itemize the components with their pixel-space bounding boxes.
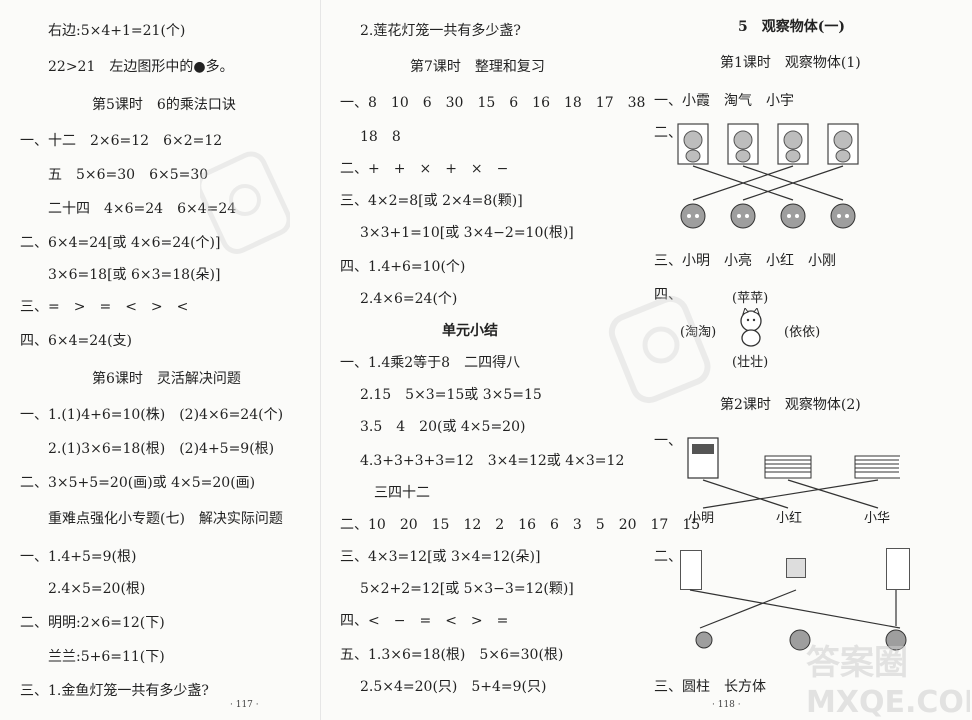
viewer-name: 小明 (688, 511, 715, 526)
answer-line: 一、小霞 淘气 小宇 (654, 93, 794, 109)
answer-line: 2.4×5=20(根) (48, 581, 146, 597)
answer-line: 22>21 左边图形中的●多。 (48, 59, 234, 75)
answer-line: 二、明明:2×6=12(下) (20, 615, 165, 631)
answer-line: 四、 (654, 287, 682, 303)
answer-line: 18 8 (360, 129, 401, 145)
answer-line: 四、< − = < > = (340, 613, 509, 629)
watermark-logo-icon (200, 151, 290, 254)
answer-line: 2.5×4=20(只) 5+4=9(只) (360, 679, 547, 695)
page-number: · 117 · (230, 700, 259, 710)
answer-line: 五、1.3×6=18(根) 5×6=30(根) (340, 647, 564, 663)
svg-text:MXQE.COM: MXQE.COM (806, 685, 970, 718)
watermark-logo-icon (608, 295, 711, 404)
answer-line: 一、8 10 6 30 15 6 16 18 17 38 (340, 95, 646, 111)
section-heading: 第7课时 整理和复习 (410, 59, 545, 75)
answer-line: 二、 (654, 125, 682, 141)
answer-line: 3×3+1=10[或 3×4−2=10(根)] (360, 225, 574, 241)
answer-line: 二、+ + × + × − (340, 161, 509, 177)
answer-line: 5×2+2=12[或 5×3−3=12(颗)] (360, 581, 574, 597)
site-watermark-icon: 答案圈 MXQE.COM (806, 643, 970, 718)
answer-line: 兰兰:5+6=11(下) (48, 649, 165, 665)
section-heading: 重难点强化小专题(七) 解决实际问题 (48, 511, 283, 527)
answer-line: 三、小明 小亮 小红 小刚 (654, 253, 836, 269)
viewer-label: (依依) (784, 325, 821, 340)
answer-line: 3.5 4 20(或 4×5=20) (360, 419, 526, 435)
answer-line: 一、 (654, 433, 682, 449)
answer-line: 三四十二 (374, 485, 430, 501)
viewer-label: (壮壮) (732, 355, 769, 370)
answer-line: 一、1.4+5=9(根) (20, 549, 137, 565)
section-heading: 第5课时 6的乘法口诀 (92, 97, 236, 113)
viewer-name: 小红 (776, 511, 803, 526)
answer-line: 三、= > = < > < (20, 299, 189, 315)
svg-text:答案圈: 答案圈 (806, 643, 908, 683)
answer-line: 四、1.4+6=10(个) (340, 259, 466, 275)
answer-line: 二、10 20 15 12 2 16 6 3 5 20 17 15 (340, 517, 701, 533)
answer-line: 五 5×6=30 6×5=30 (48, 167, 209, 183)
answer-line: 右边:5×4+1=21(个) (48, 23, 186, 39)
answer-line: 二十四 4×6=24 6×4=24 (48, 201, 237, 217)
book-view-matching-figure (687, 437, 900, 509)
answer-line: 3×6=18[或 6×3=18(朵)] (48, 267, 221, 283)
answer-line: 一、十二 2×6=12 6×2=12 (20, 133, 223, 149)
answer-line: 2.15 5×3=15或 3×5=15 (360, 387, 542, 403)
answer-line: 二、 (654, 549, 682, 565)
answer-line: 二、3×5+5=20(画)或 4×5=20(画) (20, 475, 256, 491)
section-heading: 第2课时 观察物体(2) (720, 397, 861, 413)
page-fold-line (320, 0, 321, 720)
block-matching-lines (689, 589, 907, 651)
observation-matching-figure (677, 123, 859, 229)
chapter-title: 5 观察物体(一) (738, 19, 845, 35)
block-view-tall (680, 550, 702, 590)
block-view-split (886, 548, 910, 590)
answer-line: 2.(1)3×6=18(根) (2)4+5=9(根) (48, 441, 275, 457)
viewer-label: (苹苹) (732, 291, 769, 306)
answer-line: 2.4×6=24(个) (360, 291, 458, 307)
section-heading: 第6课时 灵活解决问题 (92, 371, 241, 387)
answer-line: 四、6×4=24(支) (20, 333, 133, 349)
section-heading: 单元小结 (442, 323, 498, 339)
answer-line: 三、4×3=12[或 3×4=12(朵)] (340, 549, 541, 565)
answer-line: 三、1.金鱼灯笼一共有多少盏? (20, 683, 209, 699)
section-heading: 第1课时 观察物体(1) (720, 55, 861, 71)
answer-line: 三、4×2=8[或 2×4=8(颗)] (340, 193, 523, 209)
page-number: · 118 · (712, 700, 741, 710)
viewer-name: 小华 (864, 511, 891, 526)
block-view-small (786, 558, 806, 578)
answer-line: 一、1.4乘2等于8 二四得八 (340, 355, 521, 371)
viewer-label: (淘淘) (680, 325, 717, 340)
cat-figure-icon (740, 308, 762, 347)
answer-line: 2.莲花灯笼一共有多少盏? (360, 23, 521, 39)
answer-line: 三、圆柱 长方体 (654, 679, 766, 695)
answer-line: 二、6×4=24[或 4×6=24(个)] (20, 235, 221, 251)
answer-line: 4.3+3+3+3=12 3×4=12或 4×3=12 (360, 453, 625, 469)
answer-line: 一、1.(1)4+6=10(株) (2)4×6=24(个) (20, 407, 284, 423)
